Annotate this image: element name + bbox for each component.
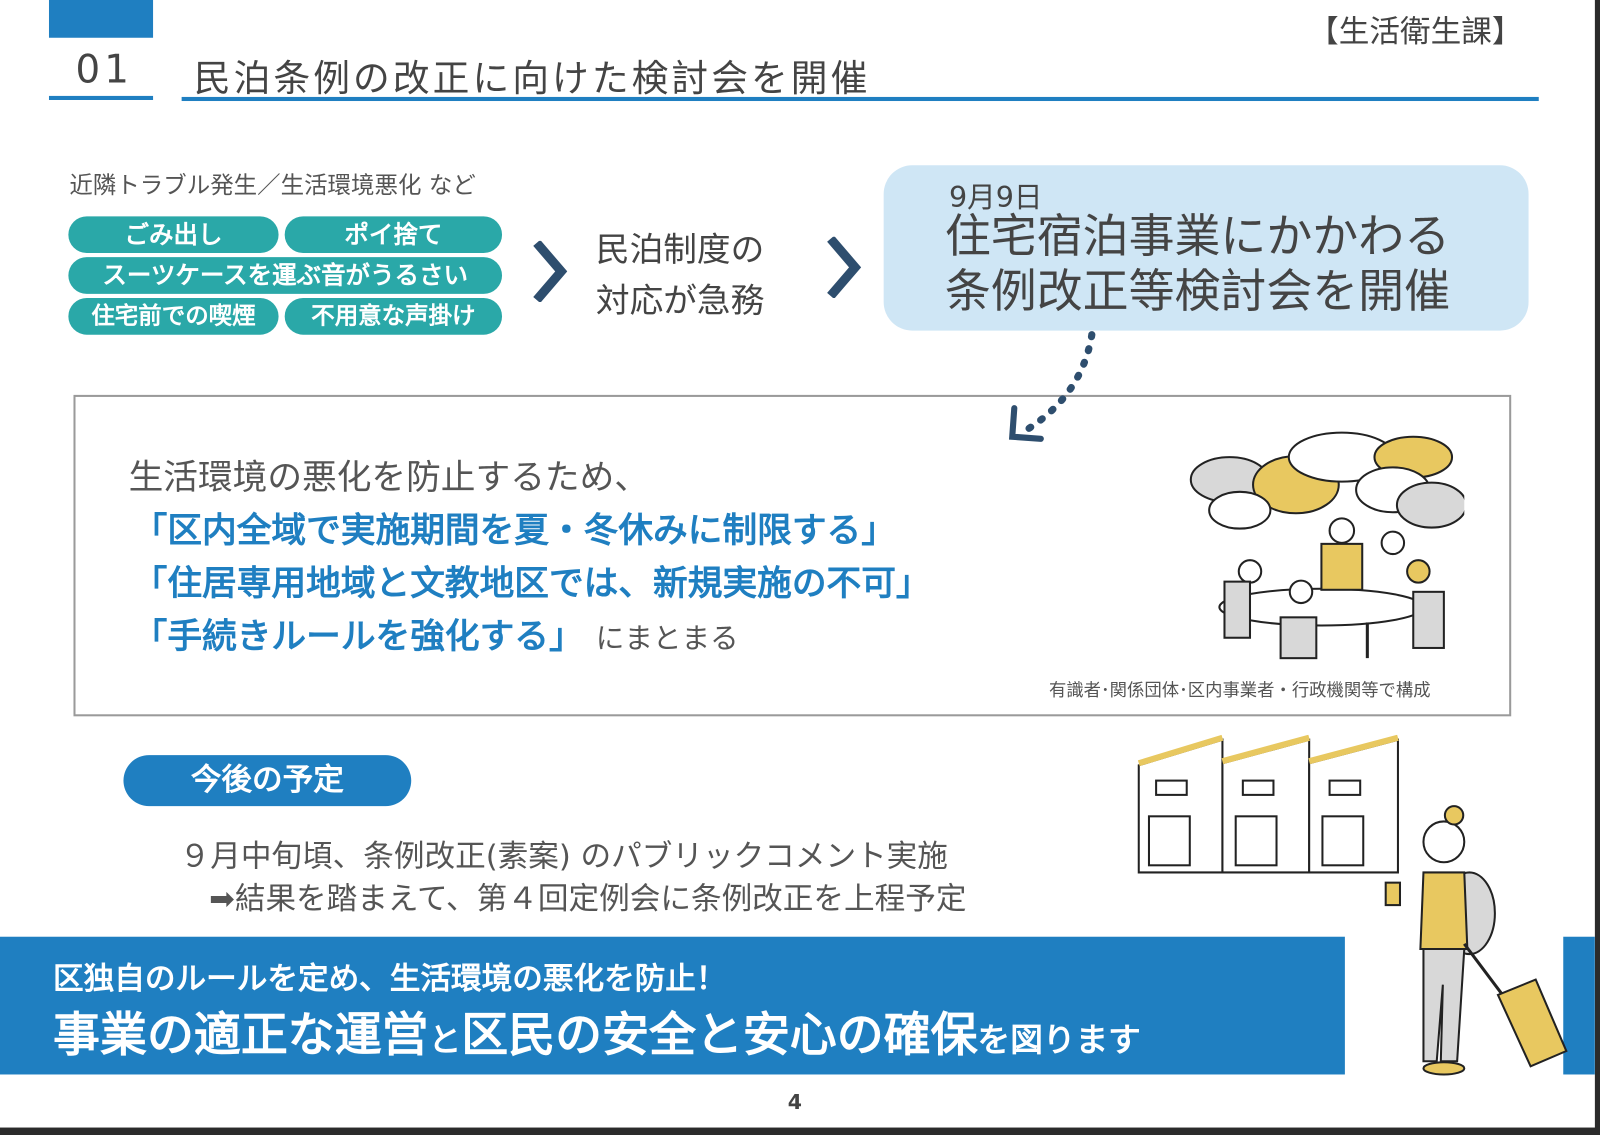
- issue-tag: 不用意な声掛け: [284, 297, 503, 335]
- department-label: 【生活衛生課】: [1308, 14, 1523, 50]
- chevron-right-icon: [533, 240, 568, 303]
- issue-tag: 住宅前での喫煙: [68, 297, 279, 335]
- meeting-title-line: 条例改正等検討会を開催: [944, 264, 1451, 319]
- schedule-badge: 今後の予定: [123, 755, 412, 807]
- meeting-title: 住宅宿泊事業にかかわる条例改正等検討会を開催: [945, 209, 1450, 319]
- issue-tag: ポイ捨て: [284, 216, 503, 254]
- divider: [181, 96, 1539, 102]
- houses-illustration: [1137, 734, 1399, 874]
- urgency-text: 民泊制度の対応が急務: [596, 224, 764, 326]
- urgency-line: 民泊制度の: [595, 229, 765, 270]
- meeting-date: 9月9日: [948, 180, 1043, 215]
- banner-connector: と: [428, 1020, 462, 1060]
- meeting-box: [883, 165, 1529, 331]
- banner-accent: [1563, 936, 1595, 1075]
- chevron-right-icon: [827, 236, 862, 298]
- schedule-line: ９月中旬頃、条例改正(素案) のパブリックコメント実施: [179, 838, 948, 875]
- panel-caption: 有識者･関係団体･区内事業者・行政機関等で構成: [1048, 680, 1431, 702]
- conclusion-banner: [0, 936, 1345, 1075]
- meeting-illustration: [1189, 431, 1465, 660]
- issue-tag: ごみ出し: [68, 216, 279, 254]
- meeting-title-line: 住宅宿泊事業にかかわる: [944, 209, 1451, 264]
- urgency-line: 対応が急務: [595, 280, 765, 321]
- summary-point: 「区内全域で実施期間を夏・冬休みに制限する」: [132, 510, 896, 552]
- banner-emphasis: 事業の適正な運営: [53, 1007, 429, 1063]
- banner-title: 事業の適正な運営と区民の安全と安心の確保を図ります: [53, 998, 1141, 1065]
- schedule-line-text: 結果を踏まえて、第４回定例会に条例改正を上程予定: [234, 881, 967, 918]
- page-number: 4: [787, 1089, 802, 1115]
- traveler-illustration: [1384, 805, 1568, 1076]
- header-accent-block: [48, 0, 154, 38]
- summary-point: 「住居専用地域と文教地区では、新規実施の不可」: [132, 563, 931, 605]
- schedule-line: ➡結果を踏まえて、第４回定例会に条例改正を上程予定: [209, 873, 966, 918]
- banner-tail: を図ります: [977, 1020, 1141, 1060]
- banner-subtitle: 区独自のルールを定め、生活環境の悪化を防止！: [53, 961, 727, 997]
- section-number: 01: [75, 46, 134, 92]
- summary-point: 「手続きルールを強化する」 にまとまる: [133, 608, 739, 658]
- page-title: 民泊条例の改正に向けた検討会を開催: [193, 58, 871, 100]
- issues-heading: 近隣トラブル発生／生活環境悪化 など: [69, 172, 476, 199]
- issue-tag: スーツケースを運ぶ音がうるさい: [68, 257, 503, 294]
- summary-point-text: 「手続きルールを強化する」: [132, 616, 584, 658]
- summary-intro: 生活環境の悪化を防止するため、: [128, 457, 649, 498]
- summary-panel: [73, 394, 1512, 717]
- banner-emphasis: 区民の安全と安心の確保: [461, 1007, 978, 1063]
- divider: [48, 95, 154, 100]
- dotted-arrow-icon: [1008, 331, 1096, 442]
- summary-suffix: にまとまる: [595, 621, 739, 656]
- arrow-right-icon: ➡: [209, 881, 235, 918]
